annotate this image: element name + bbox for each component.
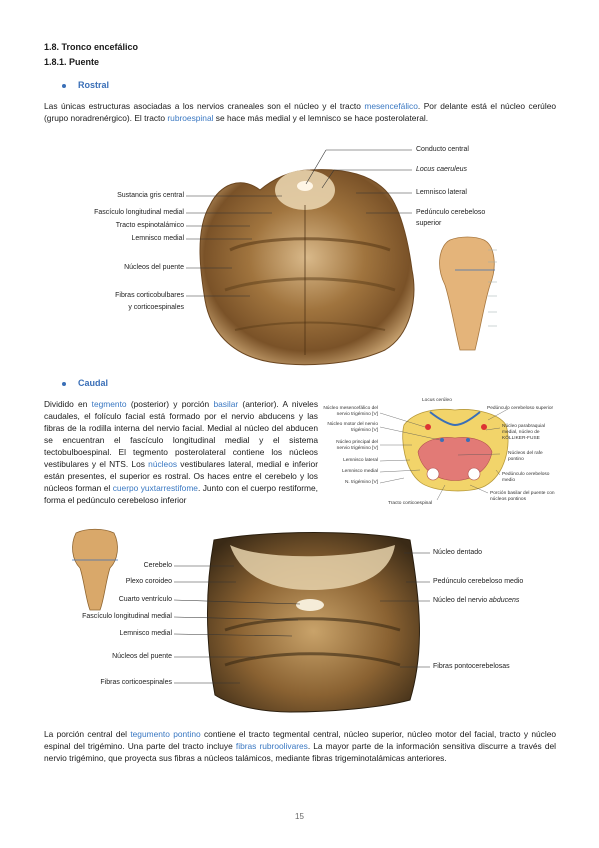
page-number: 15	[295, 812, 304, 821]
label-nucleo-dentado: Núcleo dentado	[433, 549, 483, 556]
text: (anterior). A niveles caudales, el folíc…	[44, 399, 319, 469]
link-tegmento[interactable]: tegmento	[91, 399, 127, 409]
label-lemnisco-medial-3: Lemnisco medial	[119, 630, 172, 637]
subsection-title: 1.8.1. Puente	[44, 57, 100, 67]
label-lemnisco-medial-2: Lemnisco medial	[342, 469, 378, 474]
caudal-label: Caudal	[78, 378, 109, 388]
label-lemnisco-lateral: Lemnisco lateral	[416, 189, 467, 196]
text: (posterior) y porción	[126, 399, 214, 409]
label-nucleo-principal: Núcleo principal del nervio trigémino [V…	[336, 440, 378, 451]
text: . La mayor parte de la información sensi…	[44, 741, 557, 763]
link-nucleos[interactable]: núcleos	[148, 459, 178, 469]
label-tracto-corticoespinal: Tracto corticoespinal	[388, 501, 433, 506]
final-paragraph: La porción central del tegumento pontino…	[44, 728, 556, 764]
label-nucleo-abducens: Núcleo del nervio abducens	[433, 597, 520, 604]
link-basilar[interactable]: basilar	[213, 399, 239, 409]
text: contiene el tracto tegmental central, nú…	[44, 729, 557, 751]
label-plexo-coroideo: Plexo coroideo	[125, 578, 172, 585]
label-nucleos-puente: Núcleos del puente	[124, 264, 184, 271]
caudal-heading: Caudal	[62, 378, 108, 388]
label-pedunculo-superior: Pedúnculo cerebeloso	[416, 209, 486, 216]
link-rubroespinal[interactable]: rubroespinal	[167, 113, 214, 123]
link-mesencefalico[interactable]: mesencefálico	[364, 101, 418, 111]
text: se hace más medial y el lemnisco se hace…	[213, 113, 429, 123]
label-nucleo-mesencefalico: Núcleo mesencefálico del nervio trigémin…	[323, 406, 378, 417]
link-cuerpo-yuxtarrestifome[interactable]: cuerpo yuxtarrestifome	[112, 483, 198, 493]
label-sustancia-gris: Sustancia gris central	[117, 192, 184, 199]
text: La porción central del	[44, 729, 131, 739]
label-fibras-pontocerebelosas: Fibras pontocerebelosas	[433, 663, 510, 670]
label-nucleo-parabraquial: Núcleo parabraquial medial, núcleo de KÖ…	[502, 424, 545, 441]
label-lemnisco-medial: Lemnisco medial	[131, 235, 184, 242]
label-nucleos-puente-2: Núcleos del puente	[112, 653, 172, 660]
rostral-label: Rostral	[78, 80, 110, 90]
label-locus-caeruleus: Locus caeruleus	[416, 166, 467, 173]
text: Dividido en	[44, 399, 92, 409]
bullet-icon	[62, 83, 66, 88]
label-pedunculo-medio: Pedúnculo cerebeloso medio	[502, 472, 550, 483]
label-fibras-corticobulbares: Fibras corticobulbares	[115, 292, 184, 299]
text: . Junto con el cuerpo restiforme, forma …	[44, 483, 318, 505]
link-fibras-rubroolivares[interactable]: fibras rubroolivares	[235, 741, 308, 751]
text: . Por delante está el núcleo cerúleo (gr…	[44, 101, 557, 123]
label-locus-ceruleo: Locus cerúleo	[422, 398, 452, 403]
text: vestibulares lateral, medial e inferior …	[44, 459, 318, 493]
text: Las únicas estructuras asociadas a los n…	[44, 101, 365, 111]
label-fasciculo-longitudinal-2: Fascículo longitudinal medial	[82, 613, 172, 620]
label-pedunculo-cerebeloso-superior: Pedúnculo cerebeloso superior	[487, 406, 554, 411]
label-superior: superior	[416, 220, 442, 227]
label-cerebelo: Cerebelo	[143, 562, 172, 569]
label-porcion-basilar: Porción basilar del puente con núcleos p…	[490, 491, 555, 502]
link-tegumento-pontino[interactable]: tegumento pontino	[130, 729, 201, 739]
label-pedunculo-cerebeloso-medio: Pedúnculo cerebeloso medio	[433, 578, 524, 585]
label-conducto-central: Conducto central	[416, 146, 469, 153]
caudal-paragraph: Dividido en tegmento (posterior) y porci…	[44, 398, 318, 506]
label-fasciculo-longitudinal: Fascículo longitudinal medial	[94, 209, 184, 216]
label-tracto-espinotalamico: Tracto espinotalámico	[115, 222, 184, 229]
section-title: 1.8. Tronco encefálico	[44, 42, 139, 52]
label-fibras-corticoespinales: Fibras corticoespinales	[100, 679, 172, 686]
rostral-heading: Rostral	[62, 80, 109, 90]
label-corticoespinales: y corticoespinales	[128, 304, 184, 311]
label-lemnisco-lateral-2: Lemnisco lateral	[343, 458, 378, 463]
label-nucleos-rafe: Núcleos del rafe pontino	[508, 451, 543, 462]
rostral-paragraph: Las únicas estructuras asociadas a los n…	[44, 100, 556, 124]
bullet-icon	[62, 381, 66, 386]
label-cuarto-ventriculo: Cuarto ventrículo	[118, 596, 172, 603]
label-nucleo-motor: Núcleo motor del nervio trigémino [V]	[327, 422, 378, 433]
label-n-trigemino: N. trigémino [V]	[344, 480, 378, 485]
